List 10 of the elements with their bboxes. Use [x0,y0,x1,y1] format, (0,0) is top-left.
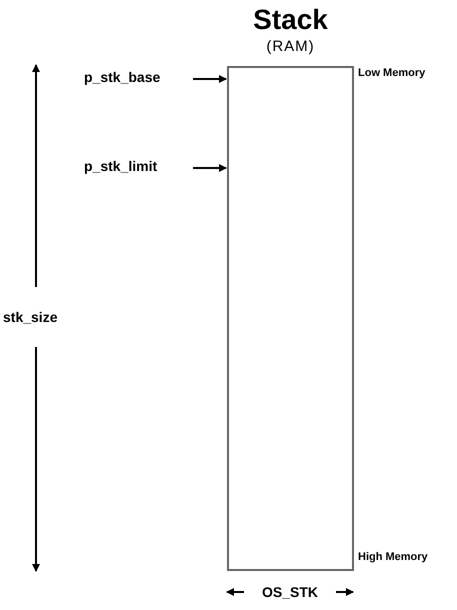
arrow [193,75,227,83]
pointer-name: p_stk_base [84,69,160,85]
pointer-name: p_stk_limit [84,158,158,174]
dimension-label: OS_STK [262,584,318,600]
stack-title: Stack [253,4,328,36]
memory-address-label: High Memory [358,551,428,563]
memory-type: (RAM) [266,38,315,55]
arrow [193,164,227,172]
memory-address-label: Low Memory [358,67,426,79]
dimension-label: stk_size [3,309,58,325]
